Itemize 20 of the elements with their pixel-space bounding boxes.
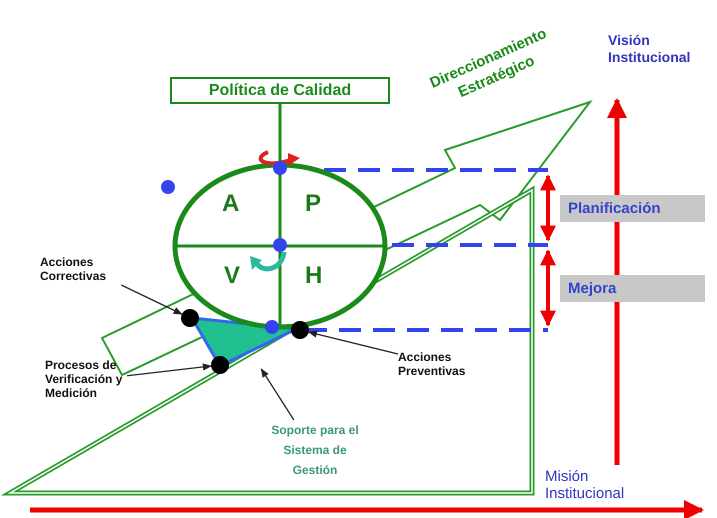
quadrant-letter: V <box>224 262 240 290</box>
quadrant-letter: P <box>305 190 322 218</box>
dot-marker <box>291 321 309 339</box>
quadrant-letter: H <box>305 262 322 290</box>
callout-text: Soporte para el Sistema de Gestión <box>262 420 368 486</box>
policy-box: Política de Calidad <box>170 77 390 104</box>
connector-line <box>278 104 282 162</box>
planning-tag: Planificación <box>560 195 705 222</box>
leader-line <box>120 284 183 315</box>
leader-line <box>126 363 212 376</box>
callout-text: Acciones Preventivas <box>398 350 488 380</box>
leader-line <box>260 368 294 420</box>
dot-marker <box>211 356 229 374</box>
axis-label: Visión Institucional <box>608 32 692 66</box>
callout-text: Acciones Correctivas <box>40 255 140 285</box>
callout-text: Procesos de Verificación y Medición <box>45 358 127 403</box>
quadrant-letter: A <box>222 190 240 218</box>
axis-label: Misión Institucional <box>545 468 626 502</box>
leader-line <box>308 330 398 355</box>
improvement-tag: Mejora <box>560 275 705 302</box>
